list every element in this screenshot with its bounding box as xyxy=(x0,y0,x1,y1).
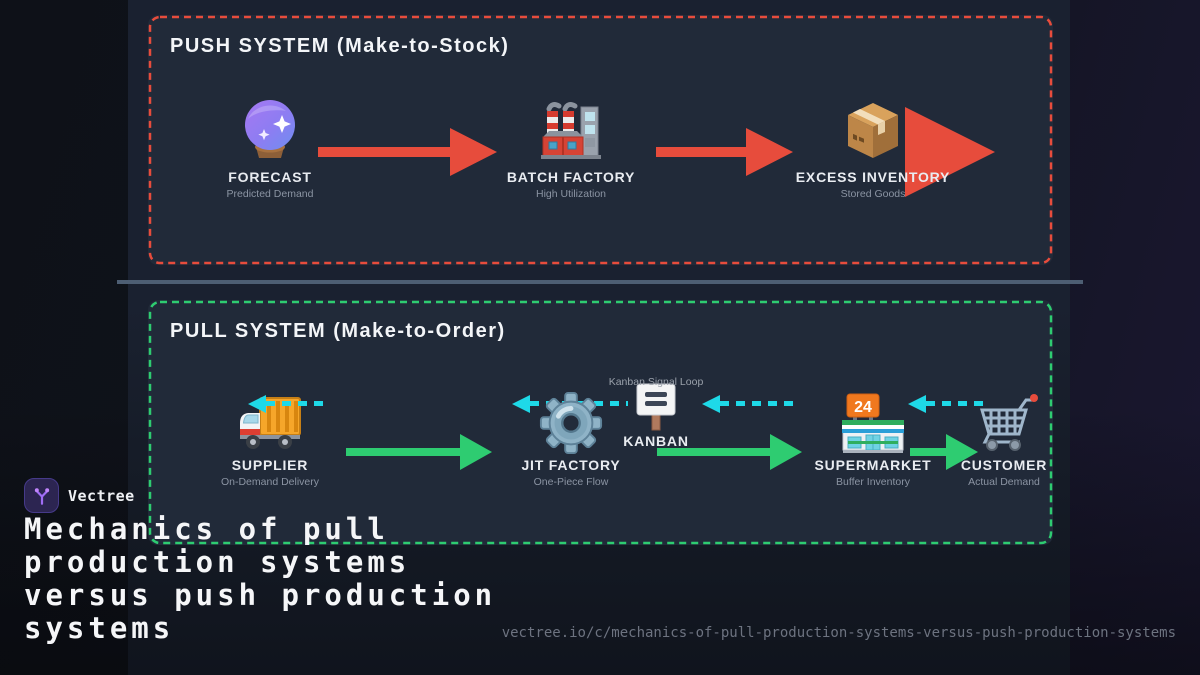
system-divider xyxy=(117,280,1083,284)
node-label: KANBAN xyxy=(623,433,689,449)
page-title: Mechanics of pull production systems ver… xyxy=(24,513,496,645)
pull-dashed-border xyxy=(148,300,1053,545)
push-arrow-2-head xyxy=(746,128,793,176)
kanban-sign-icon xyxy=(633,383,679,431)
crystal-ball-icon xyxy=(238,96,302,166)
node-sublabel: Buffer Inventory xyxy=(836,476,910,488)
cart-icon xyxy=(968,392,1040,454)
title-line-1: Mechanics of pull xyxy=(24,512,389,546)
branch-tree-icon xyxy=(34,487,49,505)
push-dashed-border xyxy=(148,15,1053,265)
node-supplier: SUPPLIER On-Demand Delivery xyxy=(180,392,360,488)
factory-icon xyxy=(539,96,603,166)
node-sublabel: Stored Goods xyxy=(840,188,906,200)
node-sublabel: Predicted Demand xyxy=(226,188,314,200)
title-line-2: production systems xyxy=(24,545,411,579)
kanban-signal-arrow-4-dash xyxy=(926,401,988,406)
push-arrow-1-head xyxy=(450,128,497,176)
kanban-signal-arrow-3-head xyxy=(702,395,720,413)
pull-flow-arrow-2-head xyxy=(770,434,802,470)
page-url: vectree.io/c/mechanics-of-pull-productio… xyxy=(501,625,1176,641)
kanban-signal-arrow-2-head xyxy=(512,395,530,413)
node-label: SUPERMARKET xyxy=(814,457,932,473)
node-sublabel: High Utilization xyxy=(535,188,607,200)
node-customer: CUSTOMER Actual Demand xyxy=(934,392,1074,488)
node-sublabel: One-Piece Flow xyxy=(533,476,609,488)
node-sublabel: Actual Demand xyxy=(968,476,1040,488)
kanban-signal-arrow-1-head xyxy=(248,395,266,413)
store-icon: 24 xyxy=(841,392,905,454)
pull-system-title: PULL SYSTEM (Make-to-Order) xyxy=(170,320,506,342)
node-kanban: KANBAN xyxy=(596,383,716,449)
kanban-signal-arrow-3-dash xyxy=(720,401,800,406)
node-label: BATCH FACTORY xyxy=(506,169,636,185)
push-arrow-2-tail xyxy=(656,147,746,157)
pull-flow-arrow-2-tail xyxy=(657,448,770,456)
node-label: FORECAST xyxy=(228,169,312,185)
store-sign-text: 24 xyxy=(854,399,872,416)
title-line-3: versus push production xyxy=(24,578,497,612)
truck-icon xyxy=(236,392,304,454)
node-jit-factory: JIT FACTORY One-Piece Flow xyxy=(481,391,661,488)
brand-name: Vectree xyxy=(68,487,135,505)
pull-flow-arrow-1-head xyxy=(460,434,492,470)
pull-flow-arrow-3-tail xyxy=(910,448,946,456)
node-excess-inventory: EXCESS INVENTORY Stored Goods xyxy=(783,96,963,200)
pull-flow-arrow-3-head xyxy=(946,434,978,470)
gear-icon xyxy=(538,391,604,455)
kanban-signal-arrow-1-dash xyxy=(266,401,327,406)
node-batch-factory: BATCH FACTORY High Utilization xyxy=(481,96,661,200)
push-overflow-arrow xyxy=(905,107,995,197)
node-label: SUPPLIER xyxy=(231,457,309,473)
push-arrow-1-tail xyxy=(318,147,450,157)
push-system-title: PUSH SYSTEM (Make-to-Stock) xyxy=(170,35,510,57)
package-icon xyxy=(842,96,904,166)
title-line-4: systems xyxy=(24,611,175,645)
pull-flow-arrow-1-tail xyxy=(346,448,460,456)
kanban-signal-arrow-4-head xyxy=(908,395,926,413)
vectree-logo xyxy=(24,478,59,513)
node-label: CUSTOMER xyxy=(960,457,1048,473)
node-forecast: FORECAST Predicted Demand xyxy=(180,96,360,200)
node-label: EXCESS INVENTORY xyxy=(795,169,951,185)
node-sublabel: On-Demand Delivery xyxy=(220,476,320,488)
kanban-signal-loop-label: Kanban Signal Loop xyxy=(608,376,704,388)
node-supermarket: 24 SUPERMARKET Buffer Inventory xyxy=(783,392,963,488)
push-system-panel: PUSH SYSTEM (Make-to-Stock) xyxy=(148,15,1053,265)
node-label: JIT FACTORY xyxy=(521,457,621,473)
